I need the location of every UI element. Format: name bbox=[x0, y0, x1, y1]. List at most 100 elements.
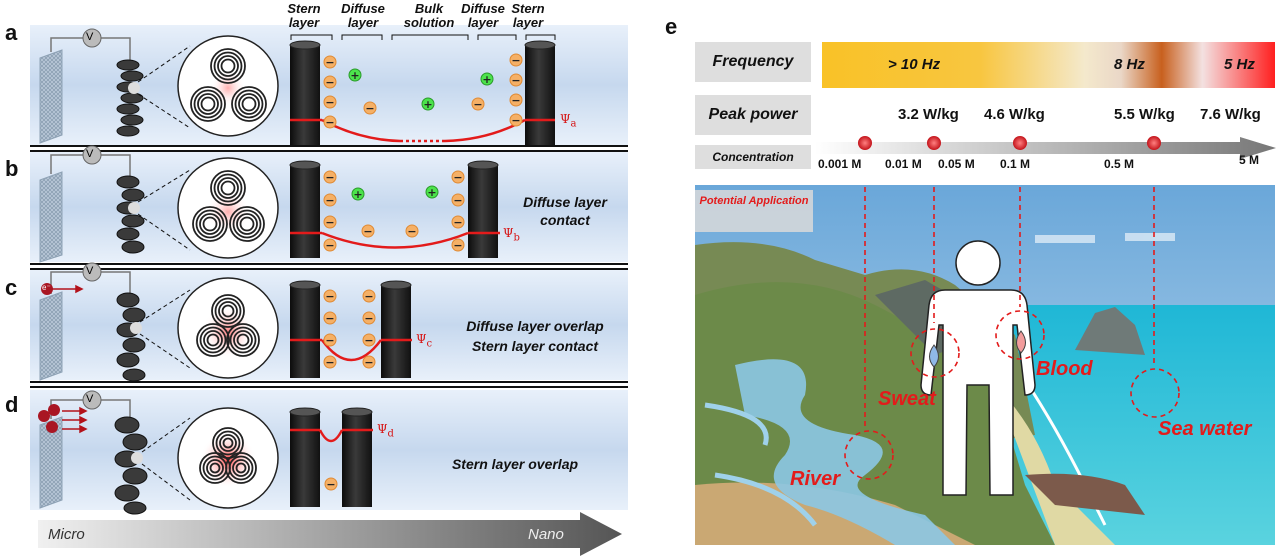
cation-icon bbox=[425, 185, 439, 199]
anion-sign: − bbox=[325, 194, 334, 207]
anion-icon bbox=[323, 215, 337, 229]
panel-label-a: a bbox=[5, 20, 18, 45]
nanotube-ring bbox=[213, 173, 243, 203]
coil-d bbox=[114, 416, 148, 515]
panel-label-d: d bbox=[5, 392, 19, 417]
app-label-blood: Blood bbox=[1036, 358, 1093, 380]
marker-sea bbox=[1147, 136, 1161, 150]
anion-sign: − bbox=[511, 114, 520, 127]
coil-a bbox=[116, 59, 144, 137]
electrode-a bbox=[39, 28, 131, 144]
cation-icon bbox=[421, 97, 435, 111]
anion-icon bbox=[323, 311, 337, 325]
header-diffuse-left: Diffuse layer bbox=[341, 1, 385, 30]
anion-icon bbox=[451, 170, 465, 184]
power-value-2: 5.5 W/kg bbox=[1114, 106, 1175, 123]
nanotube-ring bbox=[239, 216, 255, 232]
header-diffuse-right: Diffuse layer bbox=[461, 1, 505, 30]
voltmeter-label-b: V bbox=[86, 148, 94, 160]
nanotube-ring bbox=[221, 304, 235, 318]
left-panel: −−−−−−−−+++−−−−−−−−−−++−−−−−−−−−−− a b c… bbox=[5, 1, 628, 556]
nanotube-ring bbox=[214, 297, 242, 325]
conc-4: 0.5 M bbox=[1104, 157, 1135, 171]
circle-blood bbox=[995, 310, 1045, 360]
anion-icon bbox=[509, 93, 523, 107]
anion-sign: − bbox=[325, 116, 334, 129]
conc-0: 0.001 M bbox=[818, 157, 862, 171]
anion-icon bbox=[324, 477, 338, 491]
nanotube-ring bbox=[209, 462, 221, 474]
micro-nano-arrow bbox=[38, 512, 622, 556]
electrode-b bbox=[39, 145, 131, 263]
anion-sign: − bbox=[326, 478, 335, 491]
panel-label-b: b bbox=[5, 156, 19, 181]
anion-icon bbox=[362, 311, 376, 325]
conc-5: 5 M bbox=[1239, 153, 1260, 167]
anion-icon bbox=[451, 215, 465, 229]
voltmeter-label-d: V bbox=[86, 393, 94, 405]
anion-sign: − bbox=[325, 171, 334, 184]
nanotube-ring bbox=[203, 330, 223, 350]
nanotube-ring bbox=[215, 430, 241, 456]
anion-sign: − bbox=[511, 74, 520, 87]
concentration-markers bbox=[858, 136, 1161, 150]
voltmeter-label-c: V bbox=[86, 265, 94, 277]
nanotube-ring bbox=[226, 323, 260, 357]
nanotube-ring bbox=[190, 86, 226, 122]
conc-3: 0.1 M bbox=[1000, 157, 1031, 171]
arrow-label-micro: Micro bbox=[48, 526, 85, 543]
header-bulk: Bulk solution bbox=[403, 1, 455, 30]
anion-sign: − bbox=[364, 290, 373, 303]
anion-icon bbox=[362, 289, 376, 303]
power-value-3: 7.6 W/kg bbox=[1200, 106, 1261, 123]
voltmeter-label-a: V bbox=[86, 31, 94, 43]
nanotube-ring bbox=[195, 209, 225, 239]
coil-c bbox=[116, 292, 146, 382]
marker-blood bbox=[1013, 136, 1027, 150]
nanotube-ring bbox=[231, 86, 267, 122]
pore-walls-d bbox=[289, 407, 373, 507]
nanotube-ring bbox=[210, 170, 246, 206]
anion-icon bbox=[323, 75, 337, 89]
psi-d: Ψd bbox=[377, 422, 394, 440]
nanotube-ring bbox=[210, 48, 246, 84]
cation-icon bbox=[348, 68, 362, 82]
nanotube-ring bbox=[220, 180, 236, 196]
conc-2: 0.05 M bbox=[938, 157, 975, 171]
electrode-d bbox=[39, 390, 131, 509]
header-stern-left: Stern layer bbox=[287, 1, 321, 30]
anion-icon bbox=[323, 193, 337, 207]
cation-sign: + bbox=[482, 73, 491, 86]
anion-sign: − bbox=[453, 171, 462, 184]
nanotube-ring bbox=[225, 452, 257, 484]
nanotube-ring bbox=[236, 333, 250, 347]
anion-icon bbox=[509, 73, 523, 87]
anion-sign: − bbox=[473, 98, 482, 111]
nanotube-ring bbox=[192, 206, 228, 242]
nanotube-ring bbox=[219, 434, 237, 452]
row-header-peak-power: Peak power bbox=[695, 95, 811, 135]
anion-sign: − bbox=[325, 290, 334, 303]
anion-sign: − bbox=[325, 76, 334, 89]
arrow-label-nano: Nano bbox=[528, 526, 564, 543]
blood-drop bbox=[1016, 330, 1026, 354]
nanotube-ring bbox=[229, 326, 257, 354]
anion-icon bbox=[361, 224, 375, 238]
pore-walls-c bbox=[289, 280, 412, 378]
nanotube-ring bbox=[238, 93, 260, 115]
cation-sign: + bbox=[423, 98, 432, 111]
beach bbox=[995, 385, 1115, 545]
nanotube-ring bbox=[241, 96, 257, 112]
power-value-0: 3.2 W/kg bbox=[898, 106, 959, 123]
anion-icon bbox=[323, 115, 337, 129]
anion-icon bbox=[323, 238, 337, 252]
nanotube-ring bbox=[217, 55, 239, 77]
psi-c: Ψc bbox=[416, 332, 433, 350]
anion-sign: − bbox=[365, 102, 374, 115]
nanotube-ring bbox=[218, 301, 238, 321]
caption-c-line1: Diffuse layer overlap bbox=[466, 318, 604, 334]
panel-label-e: e bbox=[665, 14, 678, 39]
cation-sign: + bbox=[350, 69, 359, 82]
nanotube-ring bbox=[235, 462, 247, 474]
nanotube-ring bbox=[229, 206, 265, 242]
